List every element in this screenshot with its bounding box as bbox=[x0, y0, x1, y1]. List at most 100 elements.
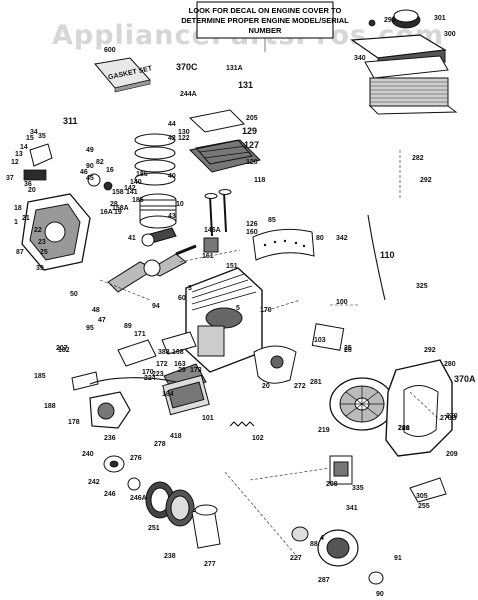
gasket-set-number: 600 bbox=[104, 47, 116, 54]
part-number-label: 335 bbox=[352, 485, 364, 492]
governor-spring bbox=[229, 421, 255, 427]
part-number-label: 292 bbox=[420, 177, 432, 184]
part-number-label: 185 bbox=[34, 373, 46, 380]
crankshaft bbox=[107, 244, 197, 293]
part-number-label: 10 bbox=[176, 201, 184, 208]
part-number-label: 158A bbox=[112, 205, 129, 212]
part-number-label: 41 bbox=[128, 235, 136, 242]
part-number-label: 300 bbox=[444, 31, 456, 38]
part-number-label: 158 bbox=[112, 189, 124, 196]
part-number-label: 35 bbox=[38, 133, 46, 140]
part-number-label: 20 bbox=[262, 383, 270, 390]
dipstick-rod bbox=[367, 214, 386, 301]
part-number-label: 142 bbox=[124, 185, 136, 192]
part-number-label: 163 bbox=[174, 361, 186, 368]
part-number-label: 281 bbox=[310, 379, 322, 386]
part-number-label: 342 bbox=[336, 235, 348, 242]
part-number-label: 340 bbox=[354, 55, 366, 62]
part-number-label: 102 bbox=[252, 435, 264, 442]
part-number-label: 90 bbox=[376, 591, 384, 598]
part-number-label: 186 bbox=[136, 171, 148, 178]
part-number-label: 18 bbox=[14, 205, 22, 212]
part-number-label: 40 bbox=[168, 173, 176, 180]
part-number-label: 16 bbox=[106, 167, 114, 174]
part-number-label: 280 bbox=[444, 361, 456, 368]
governor-linkage bbox=[23, 143, 113, 191]
part-number-label: 19 bbox=[114, 209, 122, 216]
part-number-label: 388 bbox=[158, 349, 170, 356]
part-number-label: 208 bbox=[326, 481, 338, 488]
part-number-label: 160 bbox=[246, 229, 258, 236]
part-number-label: 28 bbox=[110, 201, 118, 208]
part-number-label: 170 bbox=[142, 369, 154, 376]
part-number-label: 36 bbox=[24, 181, 32, 188]
part-number-label: 16A bbox=[100, 209, 113, 216]
gasket-set-booklet: 600 GASKET SET bbox=[94, 47, 154, 93]
part-number-label: 255 bbox=[418, 503, 430, 510]
part-number-label: 370A bbox=[454, 374, 476, 384]
part-number-label: 370C bbox=[176, 62, 198, 72]
part-number-label: 171 bbox=[134, 331, 146, 338]
part-number-label: 270B bbox=[440, 415, 457, 422]
part-number-label: 178 bbox=[68, 419, 80, 426]
piston bbox=[139, 193, 177, 229]
part-number-label: 50 bbox=[70, 291, 78, 298]
part-number-label: 23 bbox=[38, 239, 46, 246]
part-number-label: 20 bbox=[28, 187, 36, 194]
part-number-label: 87 bbox=[16, 249, 24, 256]
cylinder-head-assembly bbox=[188, 109, 261, 173]
part-number-label: 172 bbox=[156, 361, 168, 368]
part-number-label: 46 bbox=[80, 169, 88, 176]
heat-shield bbox=[252, 228, 315, 261]
part-number-label: 12 bbox=[11, 159, 19, 166]
part-number-label: 341 bbox=[346, 505, 358, 512]
connecting-rod bbox=[141, 227, 177, 247]
air-cleaner-assembly bbox=[350, 9, 458, 115]
air-filter-elements bbox=[145, 481, 221, 549]
part-number-label: 47 bbox=[98, 317, 106, 324]
part-number-label: 301 bbox=[434, 15, 446, 22]
part-number-label: 95 bbox=[86, 325, 94, 332]
part-number-label: 118 bbox=[254, 177, 265, 184]
part-number-label: 21 bbox=[22, 215, 30, 222]
part-number-label: 103 bbox=[314, 337, 326, 344]
part-number-label: 141 bbox=[126, 189, 138, 196]
part-number-label: 236 bbox=[104, 435, 116, 442]
part-number-label: 276 bbox=[130, 455, 142, 462]
part-number-label: 131 bbox=[238, 80, 253, 90]
part-number-label: 22 bbox=[34, 227, 42, 234]
part-number-label: 126 bbox=[246, 221, 258, 228]
part-number-label: 100 bbox=[336, 299, 348, 306]
part-number-label: 90 bbox=[86, 163, 94, 170]
part-number-label: 287 bbox=[318, 577, 330, 584]
part-number-label: 131A bbox=[226, 65, 243, 72]
part-number-label: 80 bbox=[316, 235, 324, 242]
part-number-label: 188 bbox=[44, 403, 56, 410]
part-number-label: 168 bbox=[172, 349, 184, 356]
part-number-label: 170 bbox=[260, 307, 272, 314]
part-number-label: 207 bbox=[56, 345, 68, 352]
part-number-label: 240 bbox=[82, 451, 94, 458]
part-number-label: 26 bbox=[344, 347, 352, 354]
part-number-label: 246 bbox=[104, 491, 116, 498]
part-number-label: 223 bbox=[152, 371, 164, 378]
header-note: LOOK FOR DECAL ON ENGINE COVER TO DETERM… bbox=[181, 1, 349, 52]
part-number-label: 101 bbox=[202, 415, 214, 422]
part-number-label: 43 bbox=[168, 213, 176, 220]
part-number-label: 3 bbox=[188, 285, 192, 292]
part-number-label: 282 bbox=[412, 155, 424, 162]
part-number-label: 110 bbox=[380, 250, 395, 260]
cylinder-block bbox=[185, 267, 263, 373]
part-number-label: 34 bbox=[30, 129, 38, 136]
part-number-label: 292 bbox=[424, 347, 436, 354]
part-number-label: 161 bbox=[202, 253, 214, 260]
part-number-label: 49 bbox=[86, 147, 94, 154]
part-number-label: 246A bbox=[130, 495, 147, 502]
part-number-label: 48 bbox=[92, 307, 100, 314]
flywheel bbox=[329, 377, 395, 431]
part-number-label: 14 bbox=[20, 144, 28, 151]
part-number-label: 4 bbox=[320, 535, 324, 542]
part-number-label: 205 bbox=[246, 115, 258, 122]
part-number-label: 5 bbox=[236, 305, 240, 312]
